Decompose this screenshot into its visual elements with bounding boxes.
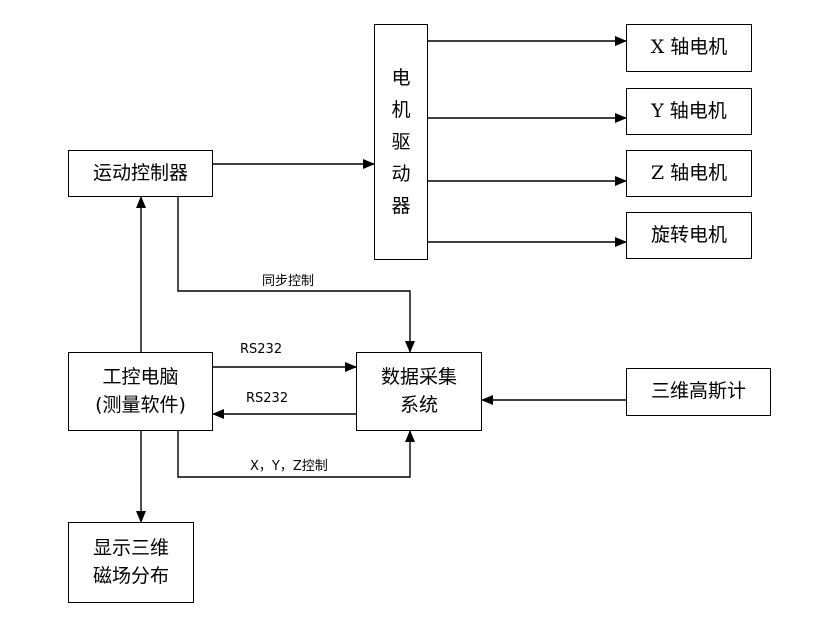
arrow-sync-control: [177, 197, 415, 353]
motor-driver-char: 机: [391, 99, 411, 121]
ipc-label-line1: 工控电脑: [102, 365, 179, 388]
display-box: 显示三维 磁场分布: [68, 522, 194, 603]
x-motor-label: X 轴电机: [650, 36, 728, 59]
motor-driver-char: 动: [391, 163, 411, 185]
xyz-control-label: X，Y，Z控制: [250, 459, 328, 474]
daq-box: 数据采集 系统: [356, 352, 482, 431]
z-motor-box: Z 轴电机: [626, 150, 752, 197]
y-motor-label: Y 轴电机: [651, 99, 727, 122]
y-motor-box: Y 轴电机: [626, 88, 752, 135]
motion-controller-label: 运动控制器: [92, 161, 188, 184]
ipc-box: 工控电脑 (测量软件): [68, 352, 213, 431]
ipc-label-line2: (测量软件): [95, 393, 186, 416]
rs232-out-label: RS232: [240, 342, 283, 357]
display-label-line2: 磁场分布: [92, 564, 169, 587]
daq-label-line2: 系统: [399, 393, 438, 416]
motor-driver-char: 电: [391, 67, 411, 89]
arrow-xyz-control: [177, 430, 415, 478]
motor-driver-char: 驱: [391, 131, 411, 153]
x-motor-box: X 轴电机: [626, 24, 752, 72]
motor-driver-char: 器: [391, 195, 411, 217]
rotation-motor-box: 旋转电机: [626, 212, 752, 259]
sync-control-label: 同步控制: [262, 274, 315, 289]
motor-driver-box: 电 机 驱 动 器: [374, 24, 428, 260]
rotation-motor-label: 旋转电机: [650, 223, 727, 246]
daq-label-line1: 数据采集: [380, 365, 457, 388]
gaussmeter-label: 三维高斯计: [650, 380, 746, 403]
display-label-line1: 显示三维: [92, 536, 169, 559]
rs232-in-label: RS232: [246, 391, 289, 406]
motion-controller-box: 运动控制器: [68, 150, 213, 197]
gaussmeter-box: 三维高斯计: [626, 368, 771, 416]
z-motor-label: Z 轴电机: [650, 161, 728, 184]
